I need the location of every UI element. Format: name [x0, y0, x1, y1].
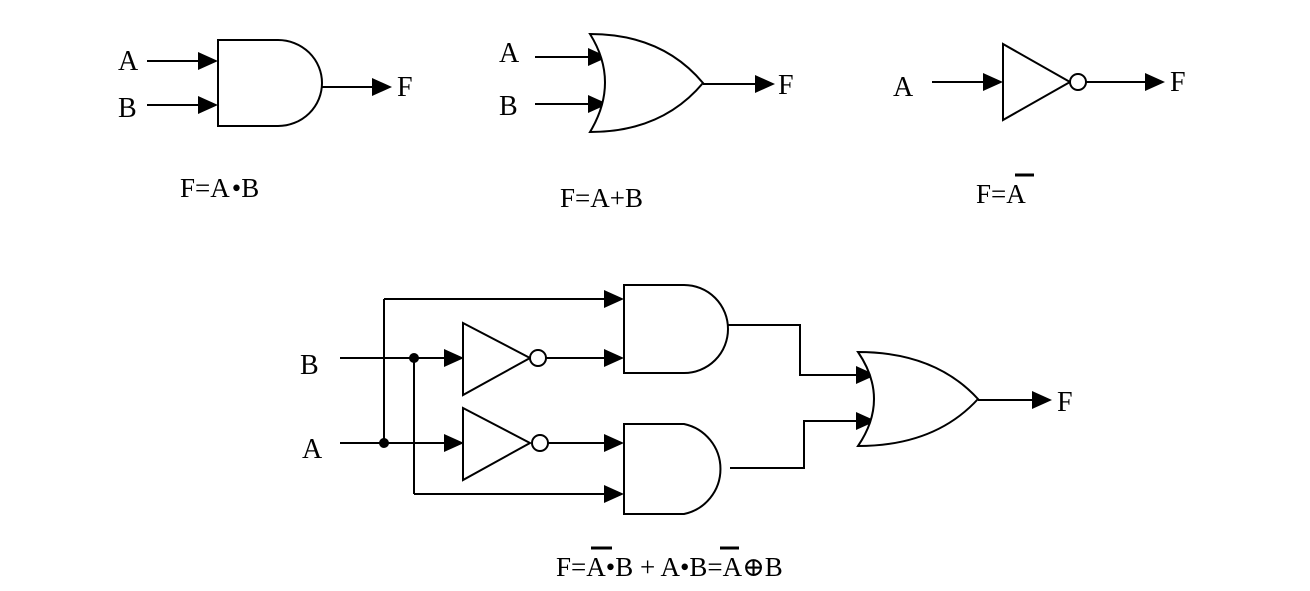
not-inversion-bubble: [1069, 73, 1087, 91]
not-gate-body: [1002, 42, 1073, 122]
and-gate-diagram: A B F F=A•B: [118, 39, 413, 203]
xor-and2-output-wire: [730, 420, 858, 469]
xor-and2-body: [623, 423, 722, 515]
xor-and1-output-wire: [728, 324, 858, 376]
and-equation: F=A•B: [180, 173, 259, 203]
xor-and2-to-or-arrow: [856, 412, 876, 430]
xor-and1-to-or-arrow: [856, 366, 876, 384]
and-input-a-arrow: [198, 52, 218, 70]
and-input-b-arrow: [198, 96, 218, 114]
not-output-label: F: [1170, 67, 1186, 98]
or-input-b-label: B: [499, 91, 518, 122]
xor-output-label: F: [1057, 387, 1073, 418]
and-output-label: F: [397, 72, 413, 103]
xor-and1-body: [623, 284, 729, 374]
and-input-a-label: A: [118, 46, 139, 77]
xor-not1-body: [462, 321, 533, 397]
xor-a-junction-dot: [379, 438, 389, 448]
and-input-b-label: B: [118, 93, 137, 124]
xor-not2-body: [462, 406, 533, 482]
xor-b-junction-dot: [409, 353, 419, 363]
xor-or-output-arrow: [1032, 391, 1052, 409]
or-input-a-label: A: [499, 38, 520, 69]
xor-not1-bubble: [529, 349, 547, 367]
not-output-arrow: [1145, 73, 1165, 91]
and-gate-body: [217, 39, 323, 127]
xor-a-to-not2-arrow: [444, 434, 464, 452]
not-gate-diagram: A F F=A: [893, 42, 1186, 209]
or-output-arrow: [755, 75, 775, 93]
xor-b-to-and2-arrow: [604, 485, 624, 503]
or-input-b-arrow: [588, 95, 608, 113]
or-input-a-arrow: [588, 48, 608, 66]
xor-equation: F=A•B + A•B=A⊕B: [556, 552, 783, 582]
xor-a-to-and1-arrow: [604, 290, 624, 308]
not-input-arrow: [983, 73, 1003, 91]
xor-input-a-label: A: [302, 434, 323, 465]
xor-not2-bubble: [531, 434, 549, 452]
or-output-label: F: [778, 70, 794, 101]
xor-or-body: [856, 350, 980, 448]
xor-input-b-label: B: [300, 350, 319, 381]
xor-not2-to-and2-arrow: [604, 434, 624, 452]
xor-b-to-not1-arrow: [444, 349, 464, 367]
xor-not1-to-and1-arrow: [604, 349, 624, 367]
or-equation: F=A+B: [560, 183, 643, 213]
not-input-label: A: [893, 72, 914, 103]
or-gate-diagram: A B F F=A+B: [499, 32, 794, 213]
and-output-arrow: [372, 78, 392, 96]
or-gate-body: [588, 32, 705, 134]
not-equation: F=A: [976, 179, 1026, 209]
xor-circuit-diagram: B A: [300, 284, 1073, 582]
